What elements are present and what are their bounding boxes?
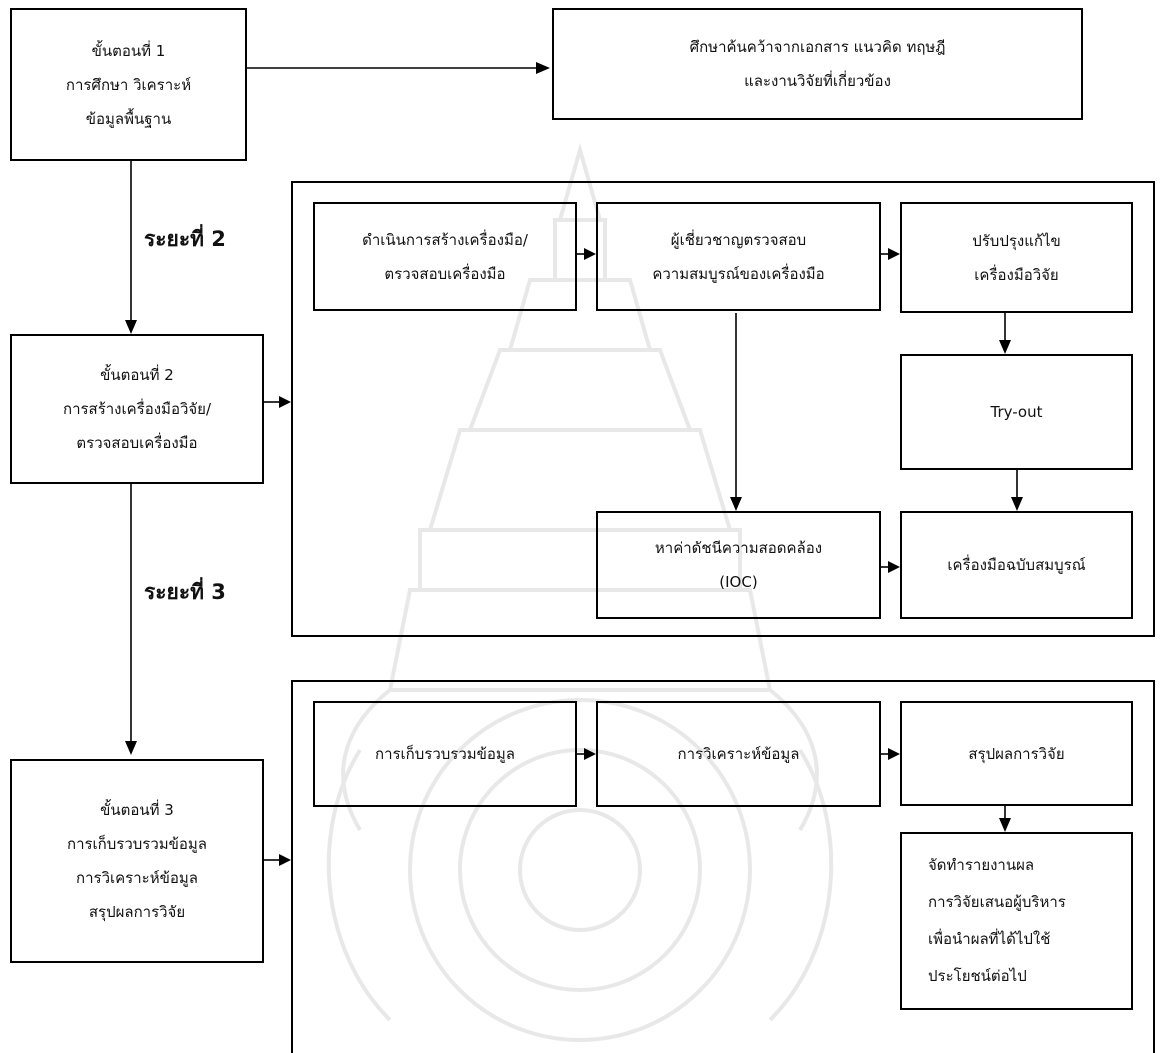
report-line1: จัดทำรายงานผล [928,856,1035,874]
step2-line1: การสร้างเครื่องมือวิจัย/ [62,400,212,418]
step3-line1: การเก็บรวบรวมข้อมูล [66,835,207,853]
revise-line2: เครื่องมือวิจัย [974,265,1059,284]
report-box: จัดทำรายงานผล การวิจัยเสนอผู้บริหาร เพื่… [900,832,1133,1010]
final-tool-box: เครื่องมือฉบับสมบูรณ์ [900,511,1133,619]
step3-line3: สรุปผลการวิจัย [88,903,186,921]
collect-box: การเก็บรวบรวมข้อมูล [313,701,577,807]
step2-line2: ตรวจสอบเครื่องมือ [76,434,198,452]
ioc-box: หาค่าดัชนีความสอดคล้อง (IOC) [596,511,881,619]
build-tool-line2: ตรวจสอบเครื่องมือ [384,264,506,283]
expert-check-line1: ผู้เชี่ยวชาญตรวจสอบ [670,230,807,249]
literature-box: ศึกษาค้นคว้าจากเอกสาร แนวคิด ทฤษฎี และงา… [552,8,1083,120]
tryout-label: Try-out [990,403,1043,421]
step2-detail-frame [291,181,1155,637]
analyze-label: การวิเคราะห์ข้อมูล [677,745,800,763]
report-line3: เพื่อนำผลที่ได้ไปใช้ [928,930,1051,948]
ioc-line1: หาค่าดัชนีความสอดคล้อง [654,539,823,557]
ioc-line2: (IOC) [719,573,758,591]
phase2-label: ระยะที่ 2 [144,227,226,251]
report-line4: ประโยชน์ต่อไป [928,967,1027,985]
revise-line1: ปรับปรุงแก้ไข [972,231,1061,250]
step1-line1: การศึกษา วิเคราะห์ [65,75,192,94]
build-tool-box: ดำเนินการสร้างเครื่องมือ/ ตรวจสอบเครื่อง… [313,202,577,311]
literature-line2: และงานวิจัยที่เกี่ยวข้อง [744,72,891,90]
build-tool-line1: ดำเนินการสร้างเครื่องมือ/ [362,230,528,249]
expert-check-line2: ความสมบูรณ์ของเครื่องมือ [652,264,825,283]
step3-line2: การวิเคราะห์ข้อมูล [76,869,198,887]
report-line2: การวิจัยเสนอผู้บริหาร [928,893,1066,911]
revise-box: ปรับปรุงแก้ไข เครื่องมือวิจัย [900,202,1133,313]
collect-label: การเก็บรวบรวมข้อมูล [374,745,515,763]
step1-title: ขั้นตอนที่ 1 [91,41,166,60]
step1-box: ขั้นตอนที่ 1 การศึกษา วิเคราะห์ ข้อมูลพื… [10,8,247,161]
summarize-box: สรุปผลการวิจัย [900,701,1133,806]
tryout-box: Try-out [900,354,1133,470]
step2-box: ขั้นตอนที่ 2 การสร้างเครื่องมือวิจัย/ ตร… [10,334,264,484]
step1-line2: ข้อมูลพื้นฐาน [85,109,172,128]
analyze-box: การวิเคราะห์ข้อมูล [596,701,881,807]
step2-title: ขั้นตอนที่ 2 [100,366,174,384]
literature-line1: ศึกษาค้นคว้าจากเอกสาร แนวคิด ทฤษฎี [689,38,946,56]
step3-detail-frame [291,680,1155,1053]
summarize-label: สรุปผลการวิจัย [968,744,1065,763]
final-tool-label: เครื่องมือฉบับสมบูรณ์ [947,556,1086,574]
emblem-watermark [326,142,834,1042]
step3-box: ขั้นตอนที่ 3 การเก็บรวบรวมข้อมูล การวิเค… [10,759,264,963]
phase3-label: ระยะที่ 3 [144,580,226,604]
step3-title: ขั้นตอนที่ 3 [100,801,174,819]
expert-check-box: ผู้เชี่ยวชาญตรวจสอบ ความสมบูรณ์ของเครื่อ… [596,202,881,311]
